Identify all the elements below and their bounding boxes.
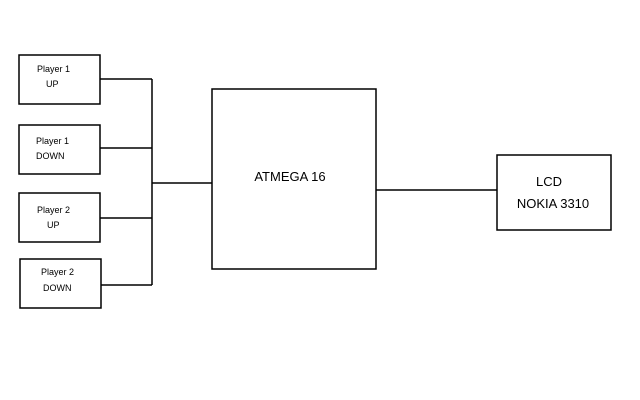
input-box-line2: DOWN	[36, 151, 65, 161]
input-box-line2: UP	[46, 79, 59, 89]
input-box-player2-down: Player 2 DOWN	[19, 258, 102, 309]
input-box-frame	[19, 258, 102, 309]
mcu-block: ATMEGA 16	[211, 88, 377, 270]
input-box-line1: Player 2	[41, 267, 74, 277]
lcd-block: LCD NOKIA 3310	[496, 154, 612, 231]
input-box-line2: UP	[47, 220, 60, 230]
mcu-label: ATMEGA 16	[254, 169, 325, 184]
input-box-frame	[18, 192, 101, 243]
input-box-line2: DOWN	[43, 283, 72, 293]
lcd-label-line2: NOKIA 3310	[517, 196, 589, 211]
input-box-player2-up: Player 2 UP	[18, 192, 101, 243]
input-box-frame	[18, 54, 101, 105]
lcd-box-frame	[496, 154, 612, 231]
input-box-line1: Player 1	[36, 136, 69, 146]
mcu-box-frame	[211, 88, 377, 270]
wires	[100, 78, 497, 286]
input-box-frame	[18, 124, 101, 175]
input-box-player1-up: Player 1 UP	[18, 54, 101, 105]
input-box-line1: Player 1	[37, 64, 70, 74]
input-box-player1-down: Player 1 DOWN	[18, 124, 101, 175]
input-box-line1: Player 2	[37, 205, 70, 215]
lcd-label-line1: LCD	[536, 174, 562, 189]
